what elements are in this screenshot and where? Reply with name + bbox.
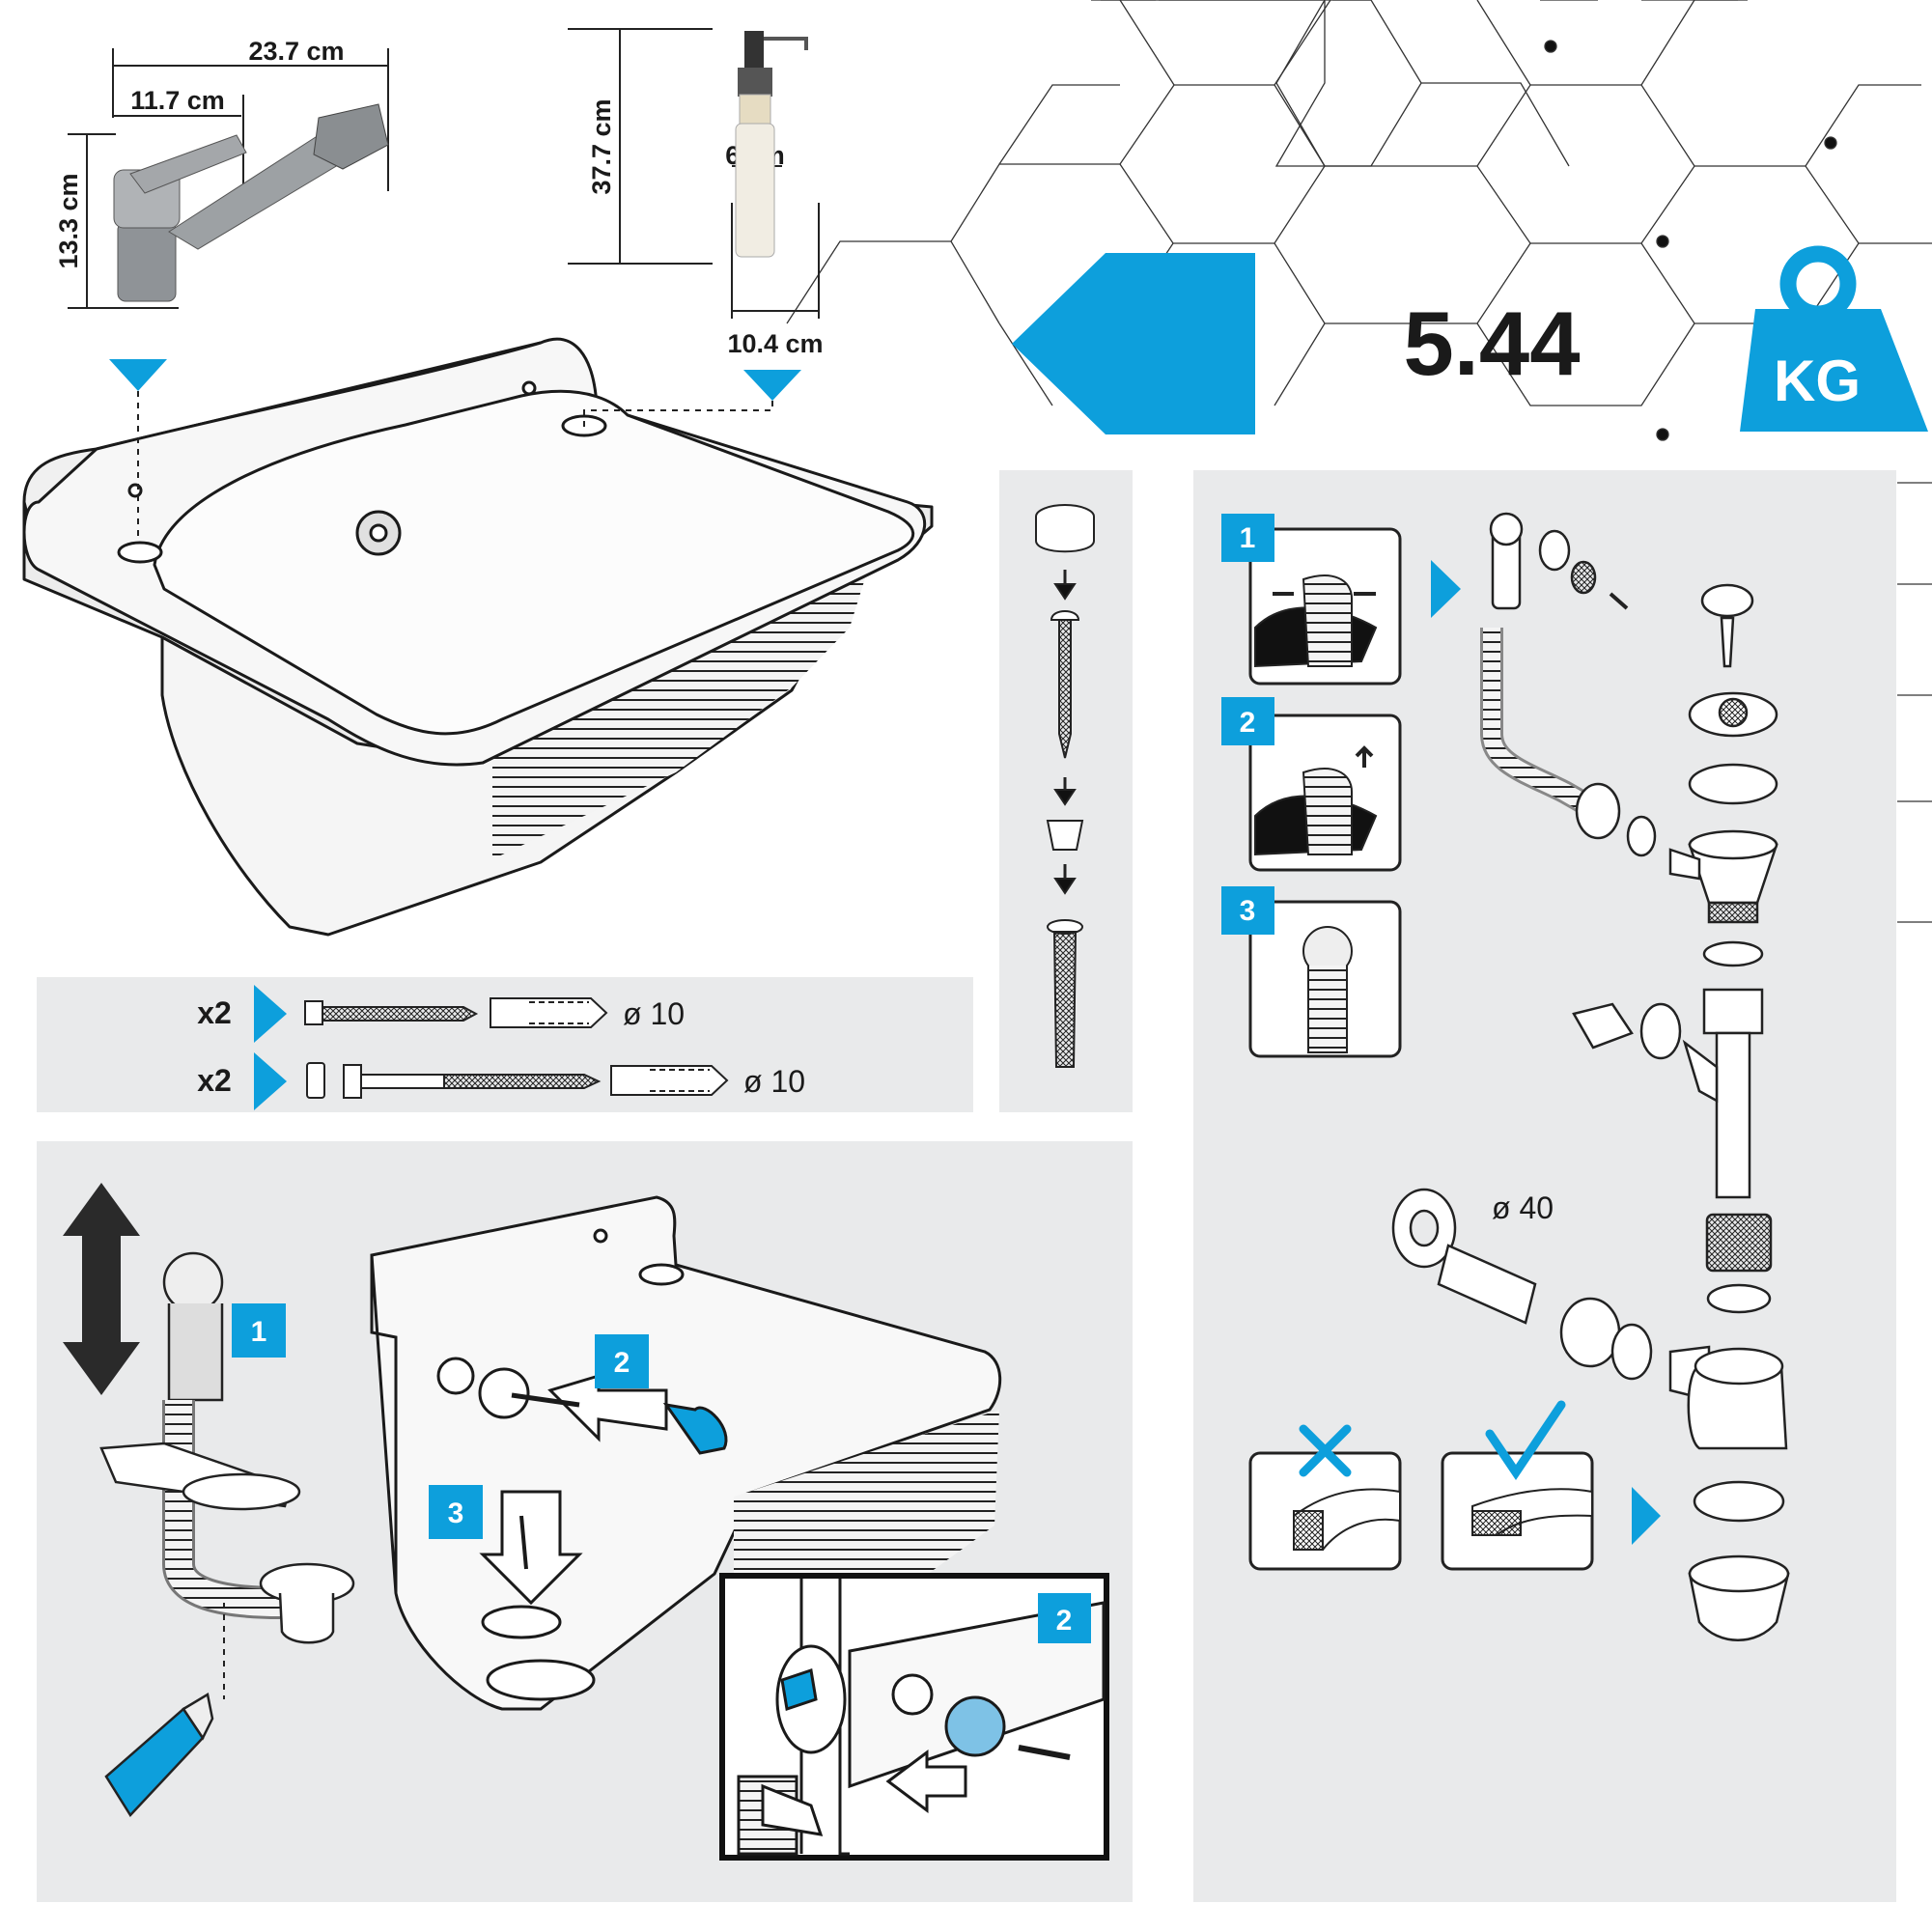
sink-underside-illustration (370, 1195, 1002, 1711)
check-mark-icon (1485, 1400, 1566, 1481)
detail-step-badge (1038, 1593, 1091, 1643)
soap-dispenser-image (735, 31, 808, 258)
wood-screw-icon (304, 1000, 479, 1025)
dispenser-drop-marker (743, 370, 801, 401)
install-step2-number: 2 (614, 1347, 630, 1379)
faucet-spout-label: 11.7 cm (130, 86, 225, 115)
detail-step-number: 2 (1056, 1605, 1073, 1637)
install-step1-number: 1 (251, 1316, 267, 1348)
faucet-dimension-lines (68, 48, 389, 309)
faucet-height-label: 13.3 cm (54, 173, 83, 268)
sink-main-drawing (22, 337, 934, 937)
siphon-step-arrow-icon (1431, 560, 1461, 618)
step-hand-illustrations (1254, 574, 1378, 1053)
install-step3-number: 3 (448, 1498, 464, 1529)
weight-unit: KG (1774, 349, 1861, 413)
weight-value: 5.44 (1404, 293, 1581, 394)
siphon-step-badges (1221, 514, 1274, 935)
pipe-diameter-label: ø 40 (1492, 1190, 1554, 1225)
dispenser-height-label: 37.7 cm (587, 98, 616, 194)
siphon-step1-number: 1 (1240, 522, 1256, 554)
siphon-panel (1193, 470, 1896, 1902)
install-step-badges (232, 1303, 649, 1539)
hardware-row2-qty: x2 (197, 1063, 232, 1098)
hardware-row2-diameter: ø 10 (743, 1064, 805, 1099)
wall-plug-2-icon (610, 1065, 729, 1096)
hardware-row1-arrow-icon (254, 985, 287, 1043)
siphon-step3-number: 3 (1240, 895, 1256, 927)
dispenser-depth-label: 10.4 cm (727, 329, 823, 358)
x-mark-icon (1299, 1424, 1352, 1477)
faucet-drop-marker (109, 359, 167, 391)
siphon-step2-number: 2 (1240, 707, 1256, 739)
weight-kg-icon (1740, 245, 1928, 432)
wall-plug-icon (490, 997, 608, 1028)
fixing-sequence (1035, 504, 1095, 1068)
hardware-row1-qty: x2 (197, 995, 232, 1030)
detail-inset-illustration (737, 1579, 1106, 1856)
blue-pointer-shape (1012, 253, 1255, 434)
up-down-arrow-icon (63, 1183, 140, 1395)
overflow-drain-illustration (99, 1251, 355, 1818)
faucet-width-label: 23.7 cm (248, 37, 344, 66)
hanger-bolt-icon (306, 1062, 602, 1099)
hardware-row2-arrow-icon (254, 1052, 287, 1110)
gasket-arrow-icon (1632, 1487, 1661, 1545)
gasket-sections (1293, 1488, 1593, 1551)
siphon-exploded-view (1391, 512, 1790, 1641)
faucet-image (113, 103, 389, 302)
hardware-row1-diameter: ø 10 (623, 996, 685, 1031)
